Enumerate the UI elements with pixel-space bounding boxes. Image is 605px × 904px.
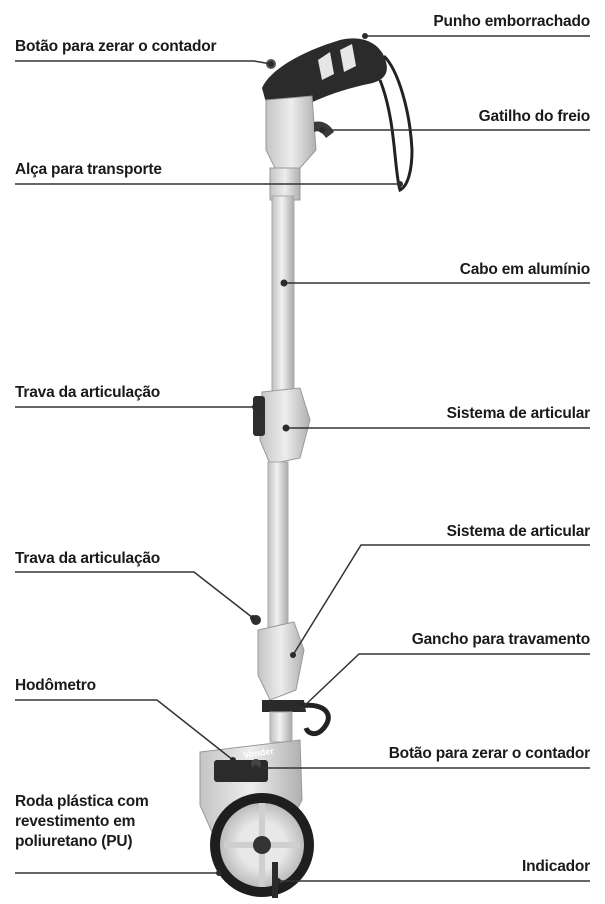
lower-stem xyxy=(269,711,293,743)
rubber-grip xyxy=(262,38,387,110)
label-odometer: Hodômetro xyxy=(15,677,96,694)
leader-lines xyxy=(15,35,590,882)
lower-shaft xyxy=(267,461,289,633)
hook-curve xyxy=(299,702,331,737)
wheel xyxy=(210,793,314,897)
upper-housing xyxy=(265,95,317,171)
label-carrying-strap: Alça para transporte xyxy=(15,161,162,178)
label-joint-system-2: Sistema de articular xyxy=(446,523,591,540)
label-wheel: Roda plástica com revestimento em poliur… xyxy=(15,793,149,850)
label-reset-button-bottom: Botão para zerar o contador xyxy=(388,745,591,762)
lower-joint xyxy=(257,621,305,701)
locking-hook xyxy=(262,700,306,712)
label-rubber-grip: Punho emborrachado xyxy=(433,13,590,30)
label-reset-button-top: Botão para zerar o contador xyxy=(15,38,217,55)
label-joint-lock-2: Trava da articulação xyxy=(15,550,161,567)
label-indicator: Indicador xyxy=(522,858,590,875)
pointer-indicator xyxy=(272,862,278,898)
carrying-strap xyxy=(378,54,414,193)
brand-logo: Vonder xyxy=(243,746,275,760)
label-brake-trigger: Gatilho do freio xyxy=(478,108,591,125)
leader-dots xyxy=(216,33,403,884)
label-aluminum-shaft: Cabo em alumínio xyxy=(459,261,590,278)
label-joint-lock-1: Trava da articulação xyxy=(15,384,161,401)
aluminum-shaft xyxy=(271,195,295,397)
label-locking-hook: Gancho para travamento xyxy=(411,631,590,648)
label-joint-system-1: Sistema de articular xyxy=(446,405,591,422)
middle-lock xyxy=(253,396,265,436)
